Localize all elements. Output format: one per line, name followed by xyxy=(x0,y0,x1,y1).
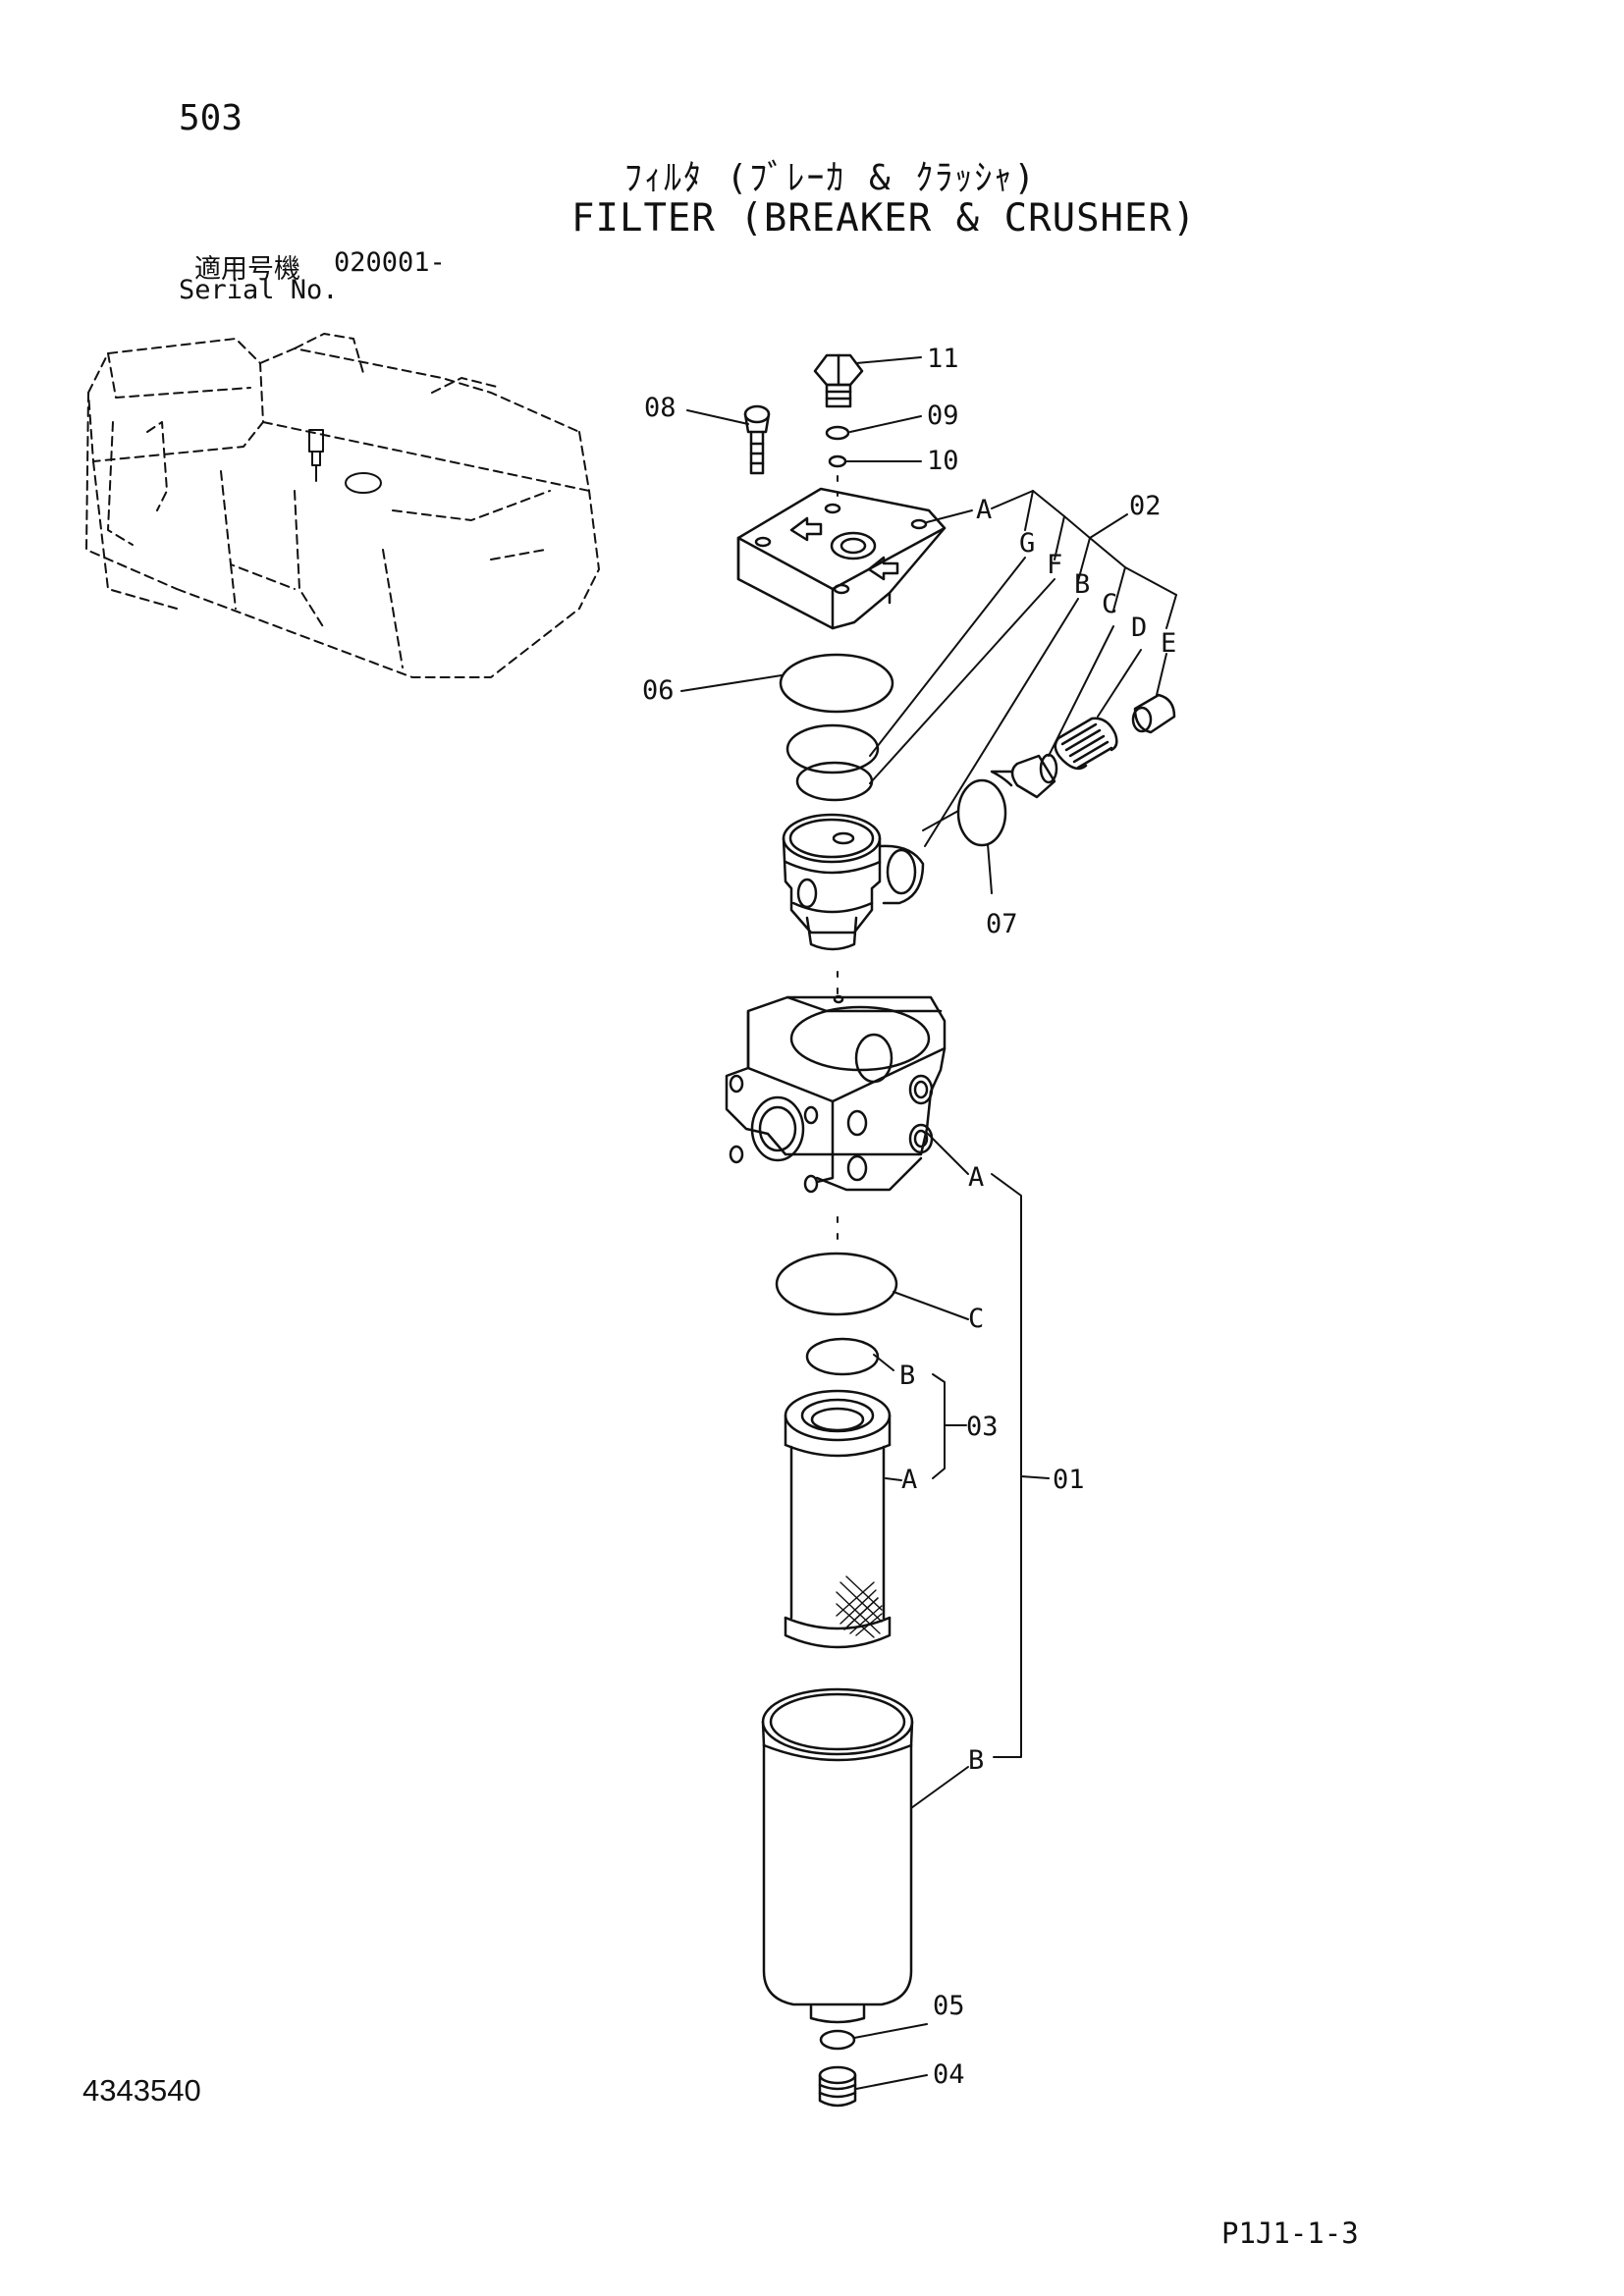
callout-03: 03 xyxy=(966,1412,999,1442)
callout-08: 08 xyxy=(644,393,677,423)
document-number: 4343540 xyxy=(82,2073,201,2108)
title-english: FILTER (BREAKER & CRUSHER) xyxy=(571,196,1197,240)
machine-overview-illustration xyxy=(85,333,600,678)
callout-02: 02 xyxy=(1129,491,1162,521)
page-code: P1J1-1-3 xyxy=(1221,2216,1359,2250)
serial-number-value: 020001- xyxy=(334,247,446,278)
part-06-o-ring xyxy=(779,653,894,714)
part-08-bolt xyxy=(743,404,771,475)
serial-label-english: Serial No. xyxy=(179,275,339,305)
valve-body xyxy=(782,813,925,951)
callout-05: 05 xyxy=(933,1991,965,2021)
callout-a-housing: A xyxy=(968,1162,984,1193)
housing-o-ring xyxy=(775,1252,898,1316)
callout-09: 09 xyxy=(927,400,959,431)
part-03-filter-element xyxy=(784,1389,892,1649)
o-ring-g xyxy=(785,723,880,774)
element-o-ring xyxy=(805,1337,880,1376)
part-04-drain-plug xyxy=(818,2065,857,2108)
callout-04: 04 xyxy=(933,2059,965,2090)
callout-b-top: B xyxy=(1074,569,1090,600)
callout-c-top: C xyxy=(1102,589,1117,619)
part-02-retainer xyxy=(1131,693,1176,734)
callout-g: G xyxy=(1019,528,1035,559)
callout-b-bowl: B xyxy=(968,1745,984,1776)
filter-location-highlight xyxy=(308,429,382,494)
filter-head-cover xyxy=(736,487,947,630)
callout-b-element: B xyxy=(899,1361,915,1391)
callout-a-element: A xyxy=(901,1465,917,1495)
callout-c-housing: C xyxy=(968,1304,984,1334)
part-10-o-ring xyxy=(828,454,847,468)
filter-bowl xyxy=(761,1687,914,2024)
part-02-poppet xyxy=(990,753,1058,799)
title-japanese: ﾌｨﾙﾀ (ﾌﾞﾚｰｶ & ｸﾗｯｼｬ) xyxy=(624,158,1038,198)
part-07-o-ring xyxy=(956,778,1007,847)
leader-lines xyxy=(680,356,1177,2090)
callout-01: 01 xyxy=(1053,1465,1085,1495)
callout-07: 07 xyxy=(986,909,1018,939)
callout-f: F xyxy=(1047,550,1062,580)
callout-e: E xyxy=(1161,628,1176,659)
part-05-o-ring xyxy=(819,2029,856,2051)
o-ring-f xyxy=(795,761,874,802)
callout-06: 06 xyxy=(642,675,675,706)
part-09-o-ring xyxy=(825,425,850,441)
serial-label-japanese: 適用号機 xyxy=(194,254,300,285)
callout-11: 11 xyxy=(927,344,959,374)
page-number: 503 xyxy=(179,98,244,138)
callout-d: D xyxy=(1131,613,1147,643)
callout-a-cover: A xyxy=(976,495,992,525)
callout-10: 10 xyxy=(927,446,959,476)
part-11-plug xyxy=(813,353,864,408)
filter-housing-head xyxy=(725,994,947,1194)
